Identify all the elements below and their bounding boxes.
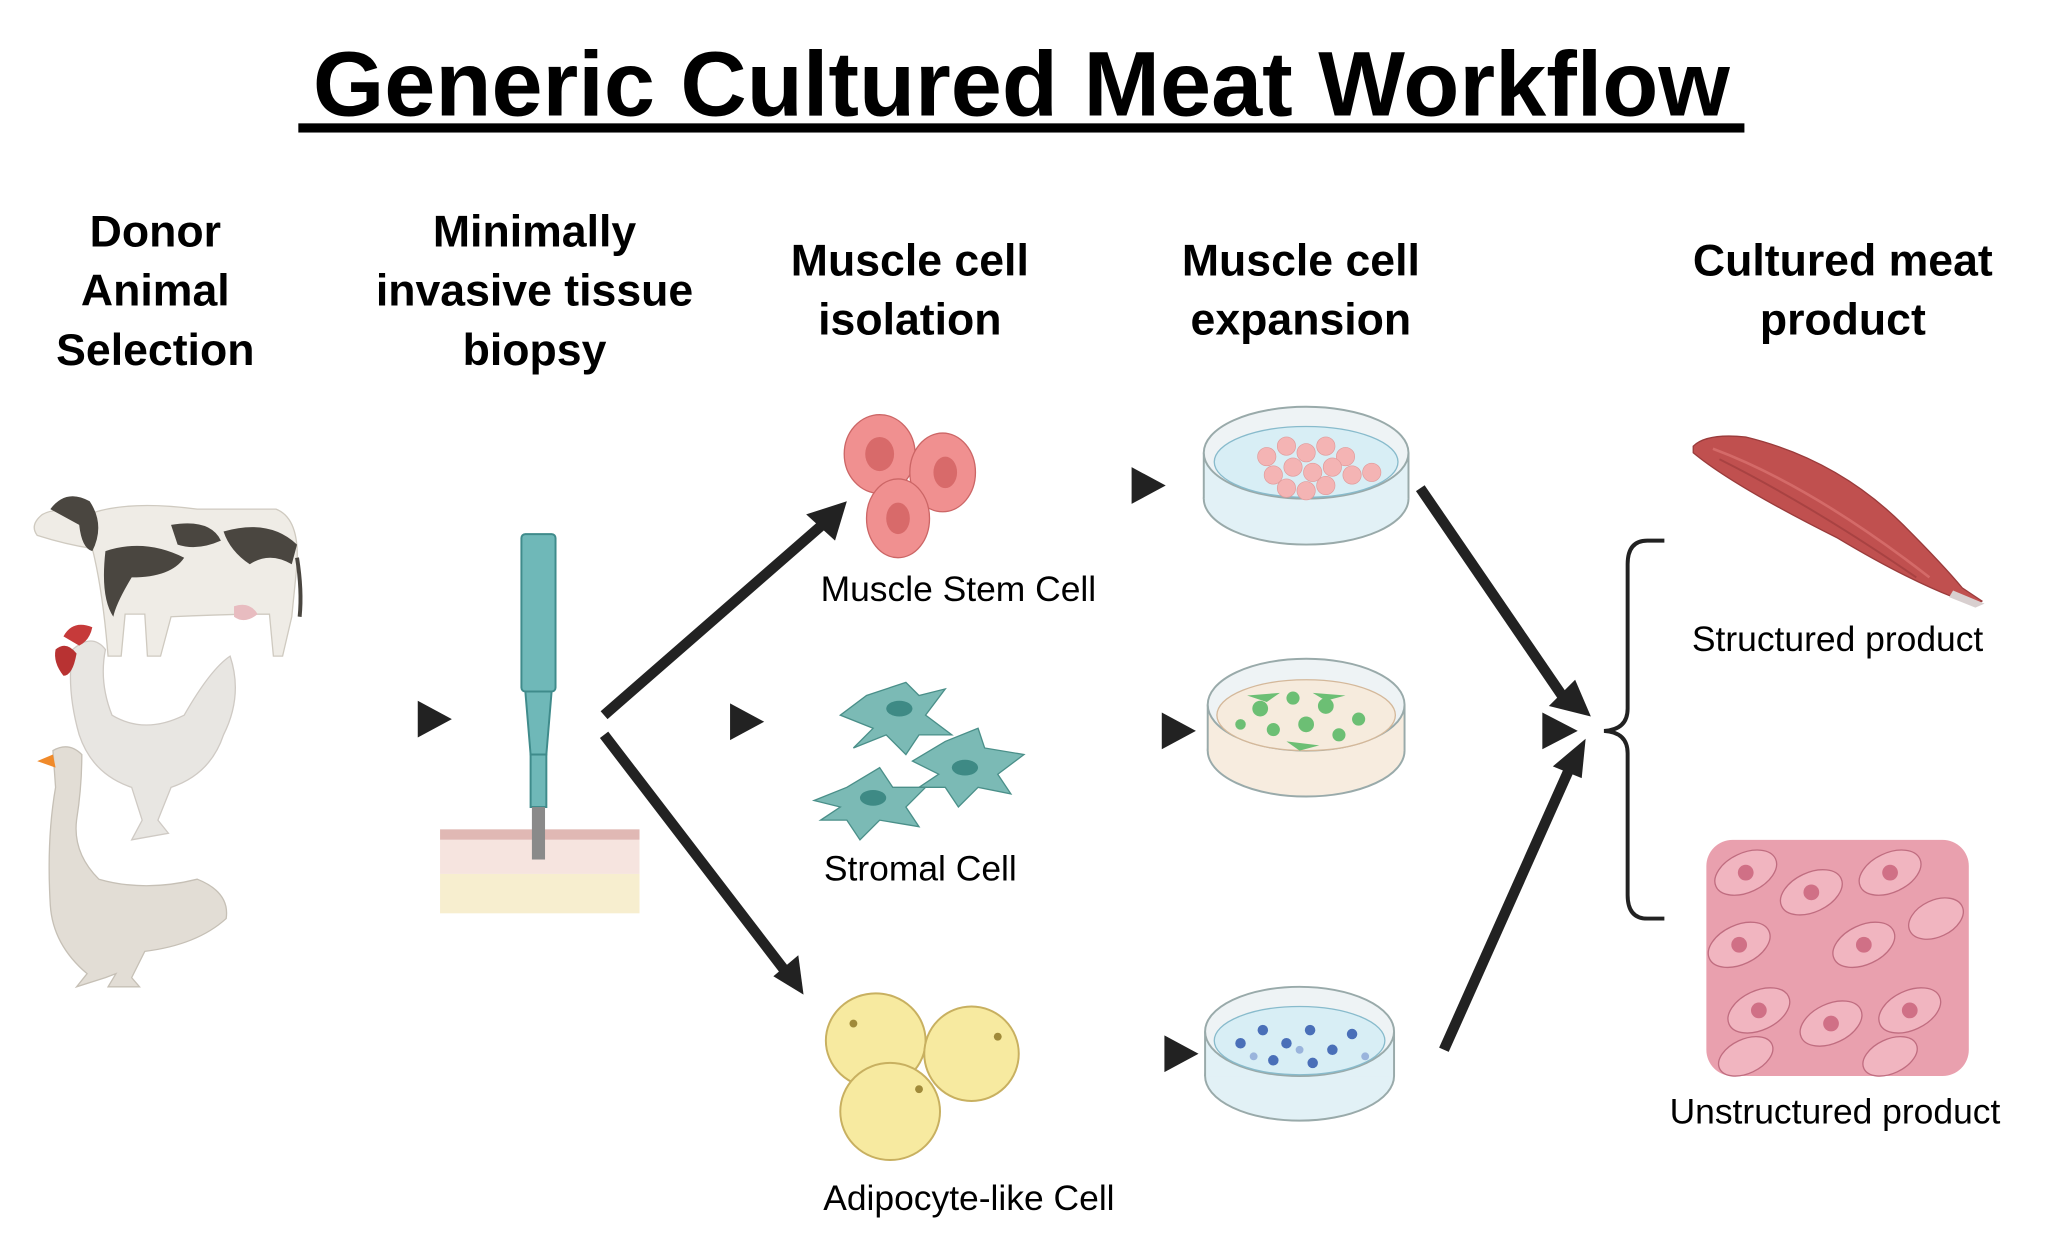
goose-icon xyxy=(37,746,228,989)
arrow-head xyxy=(806,501,847,541)
stage-header-line: biopsy xyxy=(463,326,607,375)
adipocyte-cell-label: Adipocyte-like Cell xyxy=(823,1178,1114,1218)
arrow-biopsy-to-stem xyxy=(600,514,834,720)
arrow-head xyxy=(1164,1035,1199,1073)
arrow-muscle-dish-to-product xyxy=(1415,485,1567,699)
stage-header-line: Selection xyxy=(56,326,254,375)
stage-header-isolation: Muscle cell isolation xyxy=(791,237,1029,345)
stage-header-line: Donor xyxy=(90,208,221,257)
arrow-head xyxy=(773,955,804,995)
diagram-title: Generic Cultured Meat Workflow xyxy=(313,33,1731,135)
petri-dish-muscle-icon xyxy=(1202,405,1410,546)
arrow-biopsy-to-adipocyte xyxy=(599,731,790,975)
arrow-head xyxy=(730,703,765,741)
stage-header-line: Muscle cell xyxy=(791,237,1029,286)
unstructured-product-label: Unstructured product xyxy=(1670,1091,2001,1131)
arrow-head xyxy=(1548,679,1591,717)
stage-header-line: invasive tissue xyxy=(376,267,693,316)
muscle-tissue-icon xyxy=(1692,435,1985,608)
stage-header-biopsy: Minimally invasive tissue biopsy xyxy=(376,208,693,375)
stage-header-line: Cultured meat xyxy=(1693,237,1993,286)
arrow-adipocyte-dish-to-product xyxy=(1439,765,1575,1052)
biopsy-needle-icon xyxy=(520,533,557,860)
chicken-icon xyxy=(55,624,237,841)
stromal-cell-icon xyxy=(811,681,1026,841)
title-underline xyxy=(298,123,1745,133)
adipocyte-cell-icon xyxy=(824,992,1020,1162)
cow-icon xyxy=(33,496,303,657)
arrow-head xyxy=(1552,738,1586,779)
petri-dish-stromal-icon xyxy=(1206,657,1406,798)
petri-dish-adipocyte-icon xyxy=(1204,985,1396,1122)
stage-header-line: isolation xyxy=(818,296,1001,345)
stromal-cell-label: Stromal Cell xyxy=(824,849,1017,889)
stage-header-product: Cultured meat product xyxy=(1693,237,1993,345)
stage-header-line: product xyxy=(1760,296,1926,345)
arrow-head xyxy=(417,700,452,738)
muscle-stem-cell-label: Muscle Stem Cell xyxy=(821,569,1097,609)
stage-header-donor: Donor Animal Selection xyxy=(56,208,254,375)
arrow-head xyxy=(1161,712,1196,750)
stage-header-line: Animal xyxy=(81,267,230,316)
muscle-stem-cell-icon xyxy=(843,414,977,559)
structured-product-label: Structured product xyxy=(1692,619,1984,659)
stage-header-line: Muscle cell xyxy=(1182,237,1420,286)
stage-header-line: Minimally xyxy=(433,208,636,257)
stage-header-expansion: Muscle cell expansion xyxy=(1182,237,1420,345)
stage-header-line: expansion xyxy=(1191,296,1412,345)
unstructured-tissue-icon xyxy=(1706,839,1969,1077)
arrow-head xyxy=(1542,712,1578,750)
arrow-head xyxy=(1131,467,1166,504)
product-bracket xyxy=(1603,538,1665,921)
